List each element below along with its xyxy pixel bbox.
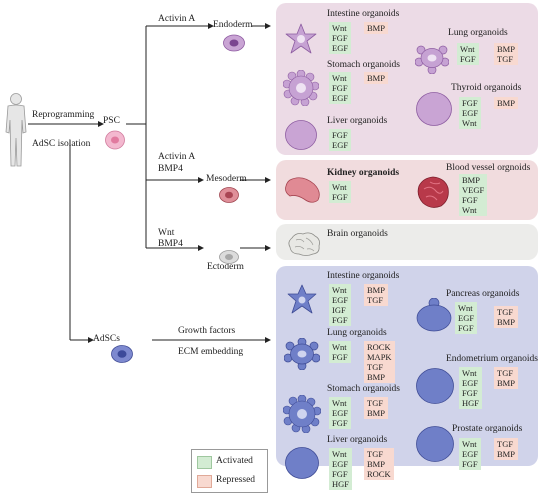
legend-repressed-swatch (197, 475, 212, 488)
lung-organoid-icon (415, 45, 449, 74)
endo-lung-activated: Wnt FGF (457, 43, 479, 65)
kidney-organoid-icon (285, 177, 320, 203)
endo-thyroid-activated: FGF EGF Wnt (459, 97, 482, 129)
adsc-prostate-organoid-icon (416, 426, 454, 462)
mesoderm-panel (276, 160, 538, 220)
adsc-liver-title: Liver organoids (327, 435, 388, 445)
ectoderm-factor-2: BMP4 (158, 239, 183, 249)
endo-intestine-title: Intestine organoids (327, 9, 400, 19)
blood-vessel-organoid-icon (417, 176, 449, 208)
endo-stomach-title: Stomach organoids (327, 60, 400, 70)
adsc-factor-1: Growth factors (178, 326, 236, 336)
adsc-factor-2: ECM embedding (178, 347, 244, 357)
liver-organoid-icon (285, 120, 317, 150)
legend: Activated Repressed (191, 449, 268, 493)
adsc-endometrium-repressed: TGF BMP (494, 367, 518, 389)
adsc-lung-organoid-icon (284, 338, 320, 370)
adsc-prostate-title: Prostate organoids (452, 424, 523, 434)
ectoderm-factor-1: Wnt (158, 228, 175, 238)
adsc-endometrium-activated: Wnt EGF FGF HGF (459, 367, 483, 409)
adsc-lung-title: Lung organoids (327, 328, 387, 338)
adsc-stomach-title: Stomach organoids (327, 384, 400, 394)
adsc-intestine-repressed: BMP TGF (364, 284, 388, 306)
adsc-pancreas-activated: Wnt EGF FGF (455, 302, 478, 334)
adsc-cell-icon (111, 345, 133, 363)
adsc-pancreas-organoid-icon (416, 298, 452, 332)
adsc-intestine-organoid-icon (287, 284, 317, 314)
ectoderm-cell-icon (219, 250, 239, 264)
adsc-pancreas-repressed: TGF BMP (494, 306, 518, 328)
legend-repressed-label: Repressed (216, 475, 256, 485)
adsc-liver-activated: Wnt EGF FGF HGF (329, 448, 353, 490)
mesoderm-cell-icon (219, 187, 239, 203)
thyroid-organoid-icon (416, 92, 452, 126)
adsc-stomach-repressed: TGF BMP (364, 397, 388, 419)
psc-cell-icon (105, 130, 125, 150)
adsc-prostate-activated: Wnt EGF FGF (459, 438, 482, 470)
adsc-prostate-repressed: TGF BMP (494, 438, 518, 460)
endo-liver-activated: FGF EGF (329, 129, 352, 151)
adsc-intestine-activated: Wnt EGF IGF FGF (329, 284, 352, 326)
mesoderm-factor-2: BMP4 (158, 164, 183, 174)
endoderm-factor: Activin A (158, 14, 196, 24)
brain-organoid-icon (288, 232, 320, 256)
human-silhouette-icon (5, 93, 27, 167)
endo-lung-repressed: BMP TGF (494, 43, 518, 65)
endo-intestine-activated: Wnt FGF EGF (329, 22, 352, 54)
endo-lung-title: Lung organoids (448, 28, 508, 38)
intestine-organoid-icon (285, 23, 317, 54)
adscs-label: AdSCs (93, 334, 120, 344)
adsc-lung-repressed: ROCK MAPK TGF BMP (364, 341, 395, 383)
meso-blood-vessel-activated: BMP VEGF FGF Wnt (459, 174, 488, 216)
legend-activated-label: Activated (216, 456, 253, 466)
adsc-pancreas-title: Pancreas organoids (446, 289, 520, 299)
endoderm-panel (276, 3, 538, 155)
stomach-organoid-icon (283, 70, 319, 106)
adsc-panel (276, 266, 538, 466)
meso-kidney-title: Kidney organoids (327, 168, 400, 178)
adsc-stomach-organoid-icon (283, 395, 321, 433)
endo-stomach-activated: Wnt FGF EGF (329, 72, 352, 104)
adsc-intestine-title: Intestine organoids (327, 271, 400, 281)
endoderm-label: Endoderm (213, 20, 253, 30)
adsc-stomach-activated: Wnt EGF FGF (329, 397, 352, 429)
psc-label: PSC (103, 116, 120, 126)
ecto-brain-title: Brain organoids (327, 229, 388, 239)
mesoderm-label: Mesoderm (206, 174, 247, 184)
adsc-isolation-label: AdSC isolation (32, 139, 91, 149)
ectoderm-label: Ectoderm (207, 262, 244, 272)
endo-liver-title: Liver organoids (327, 116, 388, 126)
adsc-endometrium-organoid-icon (416, 368, 454, 404)
endoderm-cell-icon (223, 34, 245, 52)
meso-blood-vessel-title: Blood vessel orgnoids (446, 163, 531, 173)
meso-kidney-activated: Wnt FGF (329, 181, 351, 203)
reprogramming-label: Reprogramming (32, 110, 95, 120)
endo-thyroid-repressed: BMP (494, 97, 518, 109)
mesoderm-factor-1: Activin A (158, 152, 196, 162)
endo-thyroid-title: Thyroid organoids (451, 83, 522, 93)
adsc-lung-activated: Wnt FGF (329, 341, 351, 363)
endo-stomach-repressed: BMP (364, 72, 388, 84)
legend-activated-swatch (197, 456, 212, 469)
endo-intestine-repressed: BMP (364, 22, 388, 34)
adsc-liver-repressed: TGF BMP ROCK (364, 448, 394, 480)
adsc-liver-organoid-icon (285, 447, 319, 479)
adsc-endometrium-title: Endometrium organoids (446, 354, 538, 364)
